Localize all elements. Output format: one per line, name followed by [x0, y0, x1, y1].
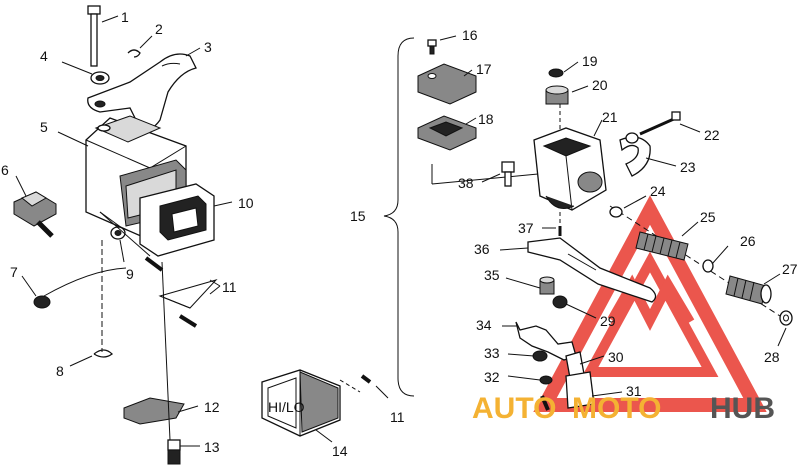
callout-15: 15 — [350, 208, 366, 224]
part-bolt-13 — [167, 439, 181, 465]
part-washer-33 — [532, 350, 548, 362]
part-clamp-23 — [619, 136, 651, 177]
part-screw-11a — [144, 256, 164, 272]
part-screw-11b — [178, 314, 198, 328]
callout-4: 4 — [40, 48, 48, 64]
callout-3: 3 — [204, 39, 212, 55]
part-grommet-7 — [33, 267, 127, 309]
callout-11-left: 11 — [222, 279, 237, 295]
callout-33: 33 — [484, 345, 500, 361]
callout-24: 24 — [650, 183, 666, 199]
callout-8: 8 — [56, 363, 64, 379]
watermark-part1: AUTO — [472, 392, 556, 425]
callout-12: 12 — [204, 399, 220, 415]
watermark-text: AUTO MOTO HUB — [472, 392, 775, 425]
right-assembly — [417, 39, 793, 411]
part-clip-2 — [127, 49, 141, 58]
part-washer-24 — [609, 206, 623, 218]
callout-16: 16 — [462, 27, 478, 43]
part-spring-25 — [635, 231, 689, 261]
part-bezel-10 — [139, 183, 215, 257]
callouts: 1 2 3 4 5 6 7 8 9 10 11 11 12 13 14 15 1… — [1, 9, 798, 459]
callout-7: 7 — [10, 264, 18, 280]
part-connector-6 — [13, 191, 57, 238]
part-lever-36 — [527, 237, 657, 303]
part-bracket-31 — [565, 371, 595, 409]
callout-21: 21 — [602, 109, 618, 125]
part-clip-8 — [93, 349, 113, 358]
watermark-part3: HUB — [710, 392, 775, 425]
watermark-logo — [533, 195, 767, 412]
watermark-part2: MOTO — [572, 392, 661, 425]
part-nut-29 — [552, 295, 568, 309]
callout-38: 38 — [458, 175, 474, 191]
callout-20: 20 — [592, 77, 608, 93]
callout-10: 10 — [238, 195, 254, 211]
callout-18: 18 — [478, 111, 494, 127]
callout-17: 17 — [476, 61, 492, 77]
callout-26: 26 — [740, 233, 756, 249]
part-master-cylinder-21 — [533, 127, 607, 211]
part-lever-3 — [87, 53, 197, 131]
callout-34: 34 — [476, 317, 492, 333]
callout-23: 23 — [680, 159, 696, 175]
callout-19: 19 — [582, 53, 598, 69]
brace-15 — [383, 37, 415, 397]
callout-25: 25 — [700, 209, 716, 225]
callout-35: 35 — [484, 267, 500, 283]
part-screw-11c — [360, 374, 372, 384]
switch-label: HI/LO — [268, 399, 305, 415]
part-seal-20 — [545, 85, 569, 105]
callout-13: 13 — [204, 439, 220, 455]
part-cover-17 — [417, 63, 477, 105]
callout-29: 29 — [600, 313, 616, 329]
callout-5: 5 — [40, 119, 48, 135]
part-bolt-38 — [501, 161, 515, 187]
left-assembly — [13, 5, 218, 465]
callout-9: 9 — [126, 266, 134, 282]
part-piston-27 — [725, 275, 772, 305]
callout-31: 31 — [626, 383, 642, 399]
part-seal-19 — [548, 68, 564, 78]
callout-2: 2 — [155, 21, 163, 37]
part-bushing-35 — [539, 276, 555, 295]
callout-11-right: 11 — [390, 409, 405, 425]
part-bracket-34 — [515, 321, 577, 361]
callout-36: 36 — [474, 241, 490, 257]
callout-14: 14 — [332, 443, 348, 459]
part-bolt-1 — [87, 5, 101, 67]
callout-6: 6 — [1, 162, 9, 178]
callout-28: 28 — [764, 349, 780, 365]
callout-27: 27 — [782, 261, 798, 277]
part-plate-12 — [123, 397, 185, 425]
callout-1: 1 — [121, 9, 129, 25]
part-ring-26 — [702, 259, 714, 273]
callout-37: 37 — [518, 220, 534, 236]
part-nut-32 — [539, 375, 553, 385]
part-screw-22 — [639, 116, 677, 136]
callout-22: 22 — [704, 127, 720, 143]
callout-30: 30 — [608, 349, 624, 365]
leader-lines — [15, 15, 787, 447]
callout-32: 32 — [484, 369, 500, 385]
part-screw-16 — [427, 39, 437, 55]
part-switch-14: HI/LO — [261, 369, 361, 437]
